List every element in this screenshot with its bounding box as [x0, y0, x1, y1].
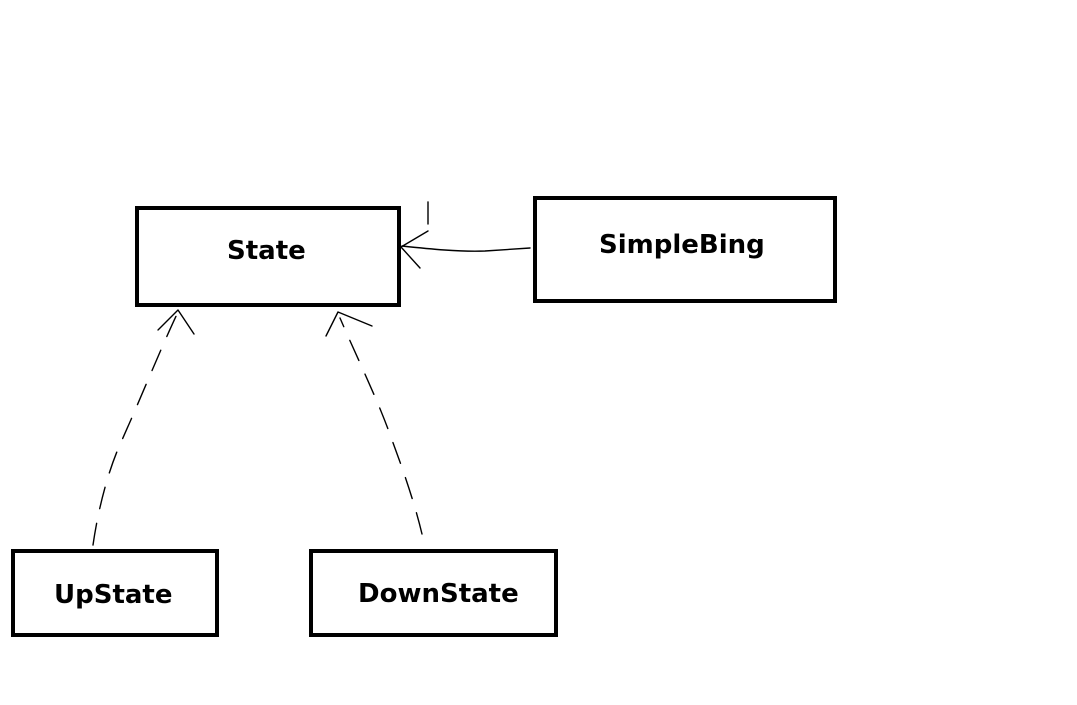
- simplebing-node-label: SimpleBing: [599, 230, 765, 260]
- edge-upstate-to-state-line: [92, 311, 179, 546]
- edge-simplebing-to-state-arrowhead: [400, 230, 429, 269]
- edge-downstate-to-state-line: [339, 317, 423, 535]
- state-node-label: State: [227, 236, 306, 266]
- upstate-node-label: UpState: [54, 580, 173, 610]
- edge-simplebing-to-state-line: [401, 245, 531, 252]
- edge-upstate-to-state-arrowhead: [157, 309, 195, 335]
- simplebing-node: [533, 196, 837, 303]
- state-node: [135, 206, 401, 307]
- upstate-node: [11, 549, 219, 637]
- downstate-node: [309, 549, 558, 637]
- downstate-node-label: DownState: [358, 579, 519, 609]
- edge-downstate-to-state-arrowhead: [325, 311, 373, 337]
